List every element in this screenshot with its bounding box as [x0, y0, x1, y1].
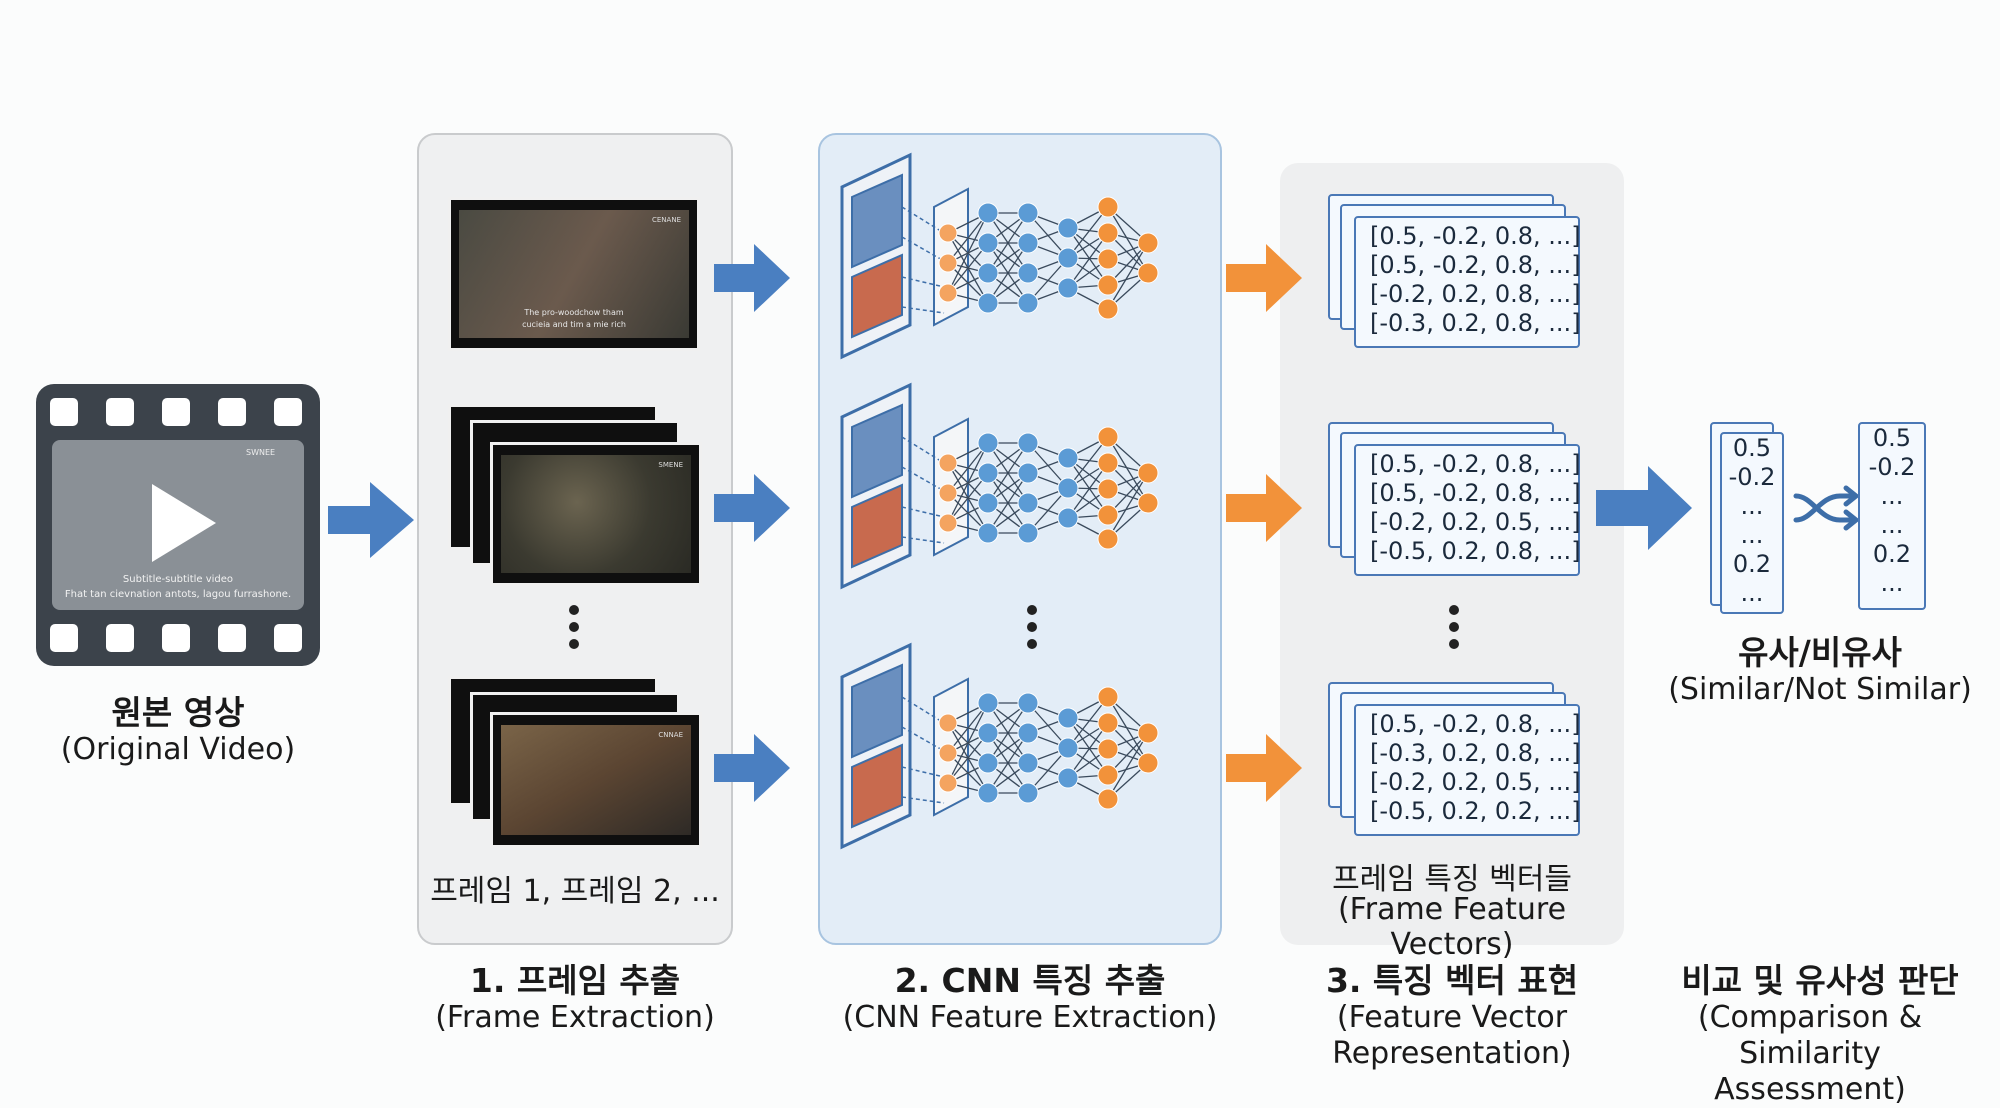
film-strip-icon	[36, 384, 320, 666]
frame-3-logo: CNNAE	[658, 731, 683, 739]
right-val-1: -0.2	[1868, 453, 1916, 481]
shuffle-icon	[1793, 485, 1861, 531]
vector-2-line-1: [0.5, -0.2, 0.8, ...]	[1370, 450, 1581, 478]
cnn-network-2	[840, 383, 1160, 589]
stage1-subtitle: (Frame Extraction)	[435, 1000, 715, 1035]
vector-set-1: [0.5, -0.2, 0.8, ...] [0.5, -0.2, 0.8, .…	[1354, 216, 1581, 348]
arrow-video-to-frames	[328, 482, 414, 558]
stage1-title: 1. 프레임 추출	[469, 961, 681, 1000]
right-val-2: ...	[1880, 482, 1904, 510]
arrow-cnn1-to-vector	[1226, 244, 1302, 312]
vector-2-line-3: [-0.2, 0.2, 0.5, ...]	[1370, 508, 1581, 536]
ellipsis-dots	[569, 605, 1459, 649]
stage3-subtitle-1: (Feature Vector	[1336, 1000, 1568, 1035]
left-val-1: -0.2	[1728, 463, 1776, 491]
stage2-subtitle: (CNN Feature Extraction)	[842, 1000, 1218, 1035]
frame-1-caption-1: The pro-woodchow tham	[524, 308, 624, 317]
frame-2-logo: SMENE	[658, 461, 683, 469]
left-val-3: ...	[1740, 521, 1764, 549]
video-logo: SWNEE	[246, 448, 276, 457]
vector-3-line-1: [0.5, -0.2, 0.8, ...]	[1370, 710, 1581, 738]
compare-left-vector: 0.5 -0.2 ... ... 0.2 ...	[1720, 432, 1784, 614]
frames-caption: 프레임 1, 프레임 2, ...	[430, 874, 720, 909]
right-val-5: ...	[1880, 569, 1904, 597]
arrow-vectors-to-compare	[1596, 466, 1692, 550]
vector-3-line-4: [-0.5, 0.2, 0.2, ...]	[1370, 797, 1581, 825]
stage3-subtitle-2: Representation)	[1332, 1036, 1572, 1071]
right-val-0: 0.5	[1872, 424, 1912, 452]
video-caption-2: Fhat tan cievnation antots, lagou furras…	[64, 589, 292, 600]
compare-right-vector: 0.5 -0.2 ... ... 0.2 ...	[1858, 422, 1926, 610]
cnn-network-3	[840, 643, 1160, 849]
vector-2-line-4: [-0.5, 0.2, 0.8, ...]	[1370, 537, 1581, 565]
frame-3: CNNAE	[490, 712, 702, 848]
vector-1-line-4: [-0.3, 0.2, 0.8, ...]	[1370, 309, 1581, 337]
arrow-frame1-to-cnn	[714, 244, 790, 312]
arrow-cnn2-to-vector	[1226, 474, 1302, 542]
vector-1-line-3: [-0.2, 0.2, 0.8, ...]	[1370, 280, 1581, 308]
frame-2: SMENE	[490, 442, 702, 586]
right-val-3: ...	[1880, 511, 1904, 539]
stage3-title: 3. 특징 벡터 표현	[1325, 961, 1579, 1000]
video-title: 원본 영상	[111, 693, 245, 732]
vector-1-line-1: [0.5, -0.2, 0.8, ...]	[1370, 222, 1581, 250]
result-subtitle: (Similar/Not Similar)	[1668, 672, 1972, 707]
compare-subtitle-2: Similarity Assessment)	[1714, 1036, 1906, 1107]
cnn-network-1	[840, 153, 1160, 359]
frame-1-caption-2: cucieia and tim a mie rich	[522, 320, 626, 329]
vector-set-2: [0.5, -0.2, 0.8, ...] [0.5, -0.2, 0.8, .…	[1354, 444, 1581, 576]
original-video: SWNEE Subtitle-subtitle video Fhat tan c…	[36, 384, 320, 666]
arrow-frame2-to-cnn	[714, 474, 790, 542]
cnn-networks	[840, 153, 1160, 849]
left-val-0: 0.5	[1732, 434, 1772, 462]
vector-2-line-2: [0.5, -0.2, 0.8, ...]	[1370, 479, 1581, 507]
compare-title: 비교 및 유사성 판단	[1681, 961, 1959, 1000]
vector-3-line-2: [-0.3, 0.2, 0.8, ...]	[1370, 739, 1581, 767]
left-val-2: ...	[1740, 492, 1764, 520]
frame-1-logo: CENANE	[652, 216, 681, 224]
vectors-caption-en: (Frame Feature Vectors)	[1337, 892, 1567, 962]
left-val-5: ...	[1740, 579, 1764, 607]
vector-3-line-3: [-0.2, 0.2, 0.5, ...]	[1370, 768, 1581, 796]
vector-set-3: [0.5, -0.2, 0.8, ...] [-0.3, 0.2, 0.8, .…	[1354, 704, 1581, 836]
video-subtitle: (Original Video)	[60, 732, 296, 767]
result-title: 유사/비유사	[1738, 633, 1902, 672]
play-icon	[152, 484, 216, 562]
stage2-title: 2. CNN 특징 추출	[894, 961, 1166, 1000]
frame-1: CENANE The pro-woodchow tham cucieia and…	[448, 197, 700, 351]
compare-subtitle-1: (Comparison &	[1697, 1000, 1923, 1035]
video-caption-1: Subtitle-subtitle video	[122, 574, 234, 585]
arrow-frame3-to-cnn	[714, 734, 790, 802]
vector-1-line-2: [0.5, -0.2, 0.8, ...]	[1370, 251, 1581, 279]
right-val-4: 0.2	[1872, 540, 1912, 568]
vectors-caption: 프레임 특징 벡터들	[1332, 862, 1572, 897]
left-val-4: 0.2	[1732, 550, 1772, 578]
arrow-cnn3-to-vector	[1226, 734, 1302, 802]
